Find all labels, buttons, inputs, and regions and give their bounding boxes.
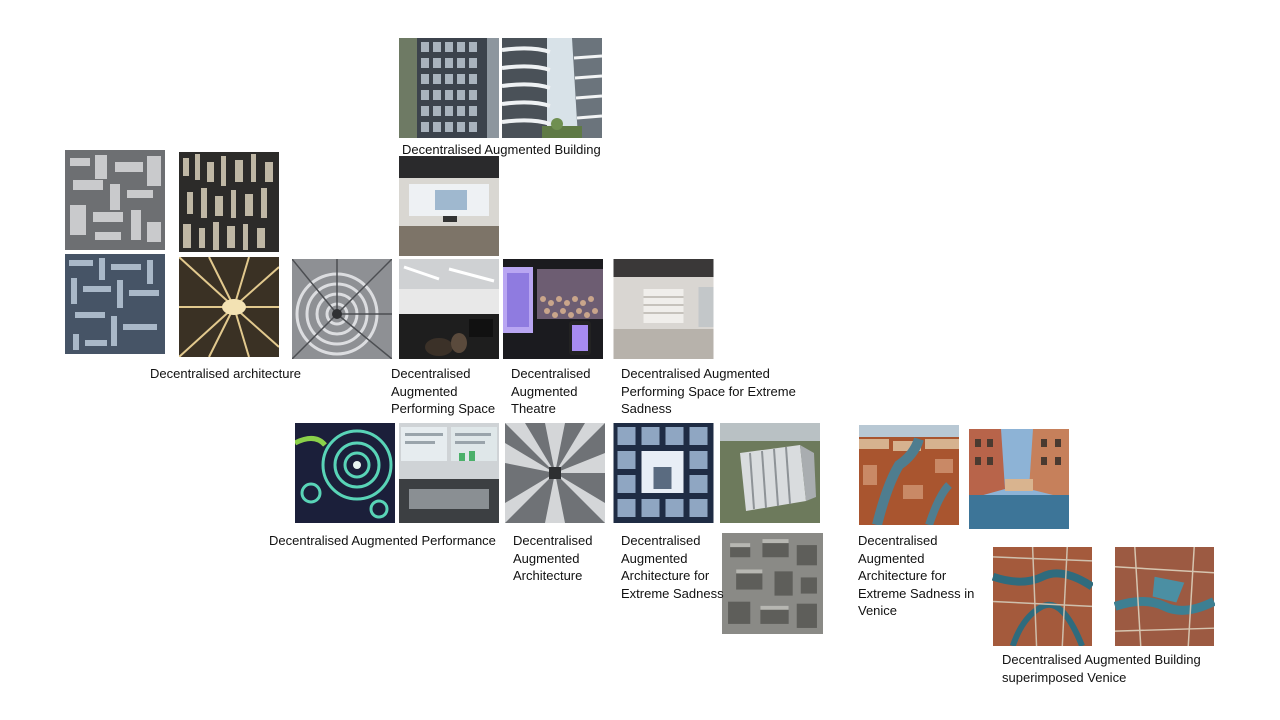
- blue-maze-image: [65, 254, 165, 354]
- venice-canal-image: [969, 429, 1069, 529]
- sadness-performing-space-image: [613, 259, 714, 359]
- aug-architecture-image: [505, 423, 605, 523]
- caption-performing-space-sadness: Decentralised Augmented Performing Space…: [621, 366, 796, 416]
- caption-building-venice: Decentralised Augmented Building superim…: [1002, 652, 1201, 685]
- maze-architecture-image-2: [179, 152, 279, 252]
- sadness-architecture-image-1: [613, 423, 714, 523]
- caption-performance: Decentralised Augmented Performance: [269, 533, 496, 548]
- gold-tunnel-image: [179, 257, 279, 357]
- caption-performing-space: Decentralised Augmented Performing Space: [391, 366, 496, 416]
- venice-aerial-image: [859, 425, 959, 525]
- sadness-architecture-image-2: [720, 423, 820, 523]
- circles-art-image: [295, 423, 395, 523]
- caption-theatre: Decentralised Augmented Theatre: [511, 366, 591, 416]
- caption-architecture: Decentralised architecture: [150, 366, 302, 381]
- venice-map-image-2: [1114, 547, 1215, 646]
- venice-map-image-1: [992, 547, 1093, 646]
- control-panel-image: [399, 423, 499, 523]
- theatre-image: [503, 259, 603, 359]
- grey-vortex-image: [292, 259, 392, 359]
- caption-aug-architecture: Decentralised Augmented Architecture: [513, 533, 593, 583]
- caption-building: Decentralised Augmented Building: [402, 142, 601, 157]
- building-balconies-image: [502, 38, 602, 138]
- caption-aug-architecture-sadness-venice: Decentralised Augmented Architecture for…: [858, 533, 975, 618]
- performing-space-image: [399, 259, 499, 359]
- building-facade-image: [399, 38, 499, 138]
- caption-aug-architecture-sadness: Decentralised Augmented Architecture for…: [621, 533, 724, 601]
- maze-architecture-image-1: [65, 150, 165, 250]
- exhibition-room-image: [399, 156, 499, 256]
- sadness-architecture-image-3: [722, 533, 823, 634]
